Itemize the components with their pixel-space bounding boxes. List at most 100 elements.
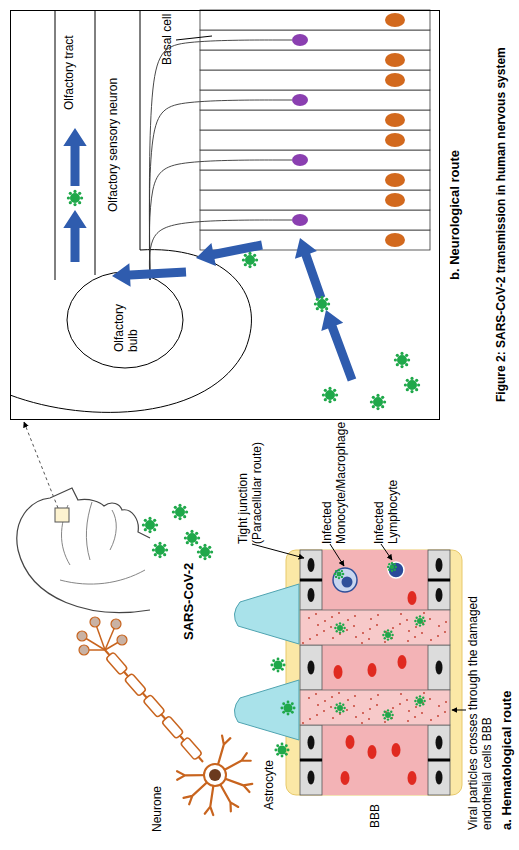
virus-spike [336,710,338,712]
myelin-sheath [124,673,146,696]
red-blood-cell [346,735,355,749]
cell-stipple [437,635,439,637]
virus-particle [387,562,397,572]
cell-stipple [438,705,440,707]
virus-spike [339,631,341,633]
cell-nucleus [385,133,405,147]
virus-particle [197,544,213,560]
virus-spike [388,563,390,565]
virus-spike [390,717,392,719]
cell-stipple [346,629,348,631]
sensory-neuron-nucleus [292,34,308,46]
cell-stipple [392,707,394,709]
virus-particle [382,709,394,721]
virus-spike [390,711,392,713]
virus-spike [208,546,211,549]
cell-stipple [368,638,370,640]
cell-stipple [423,612,425,614]
virus-spike [195,532,198,535]
virus-spike [199,555,202,558]
virus-spike [422,617,424,619]
virus-spike [281,659,284,662]
virus-body [385,632,391,638]
cell-stipple [331,616,333,618]
cell-stipple [302,722,304,724]
virus-spike [208,555,211,558]
astrocyte-foot [234,584,299,644]
virus-spike [393,563,395,565]
cell-nucleus [385,233,405,247]
cell-nucleus [436,558,443,572]
virus-spike [154,553,157,556]
leader-line [381,544,392,560]
cell-stipple [330,626,332,628]
cell-stipple [354,615,356,617]
cell-stipple [444,711,446,713]
virus-spike [172,510,175,513]
junction-label: Tight junction (Paracellular route) [236,424,264,544]
cell-nucleus [385,13,405,27]
virus-spike [387,629,389,631]
cell-nucleus [385,173,405,187]
virus-spike [419,615,421,617]
virus-spike [178,517,181,520]
virus-spike [394,358,397,361]
cell-stipple [376,624,378,626]
epithelial-cell [200,10,430,30]
neuron-soma [204,764,226,786]
red-blood-cell [341,771,350,785]
cell-stipple [347,619,349,621]
virus-spike [197,550,200,553]
virus-particle [184,530,200,546]
cell-stipple [421,712,423,714]
red-blood-cell [408,771,417,785]
leader-line [452,710,466,711]
virus-spike [339,711,341,713]
route-arrow [196,241,263,266]
epithelial-cell [200,190,430,210]
virus-spike [419,624,421,626]
virus-spike [285,744,288,747]
endothelial-cell [428,725,450,760]
cell-stipple [430,719,432,721]
cell-stipple [414,716,416,718]
virus-spike [396,363,399,366]
virus-particle [242,252,258,268]
axon-terminal [117,635,127,645]
virus-spike [282,702,285,705]
virus-particle [172,504,188,520]
cell-stipple [332,717,334,719]
olfactory-bulb-shape [67,272,183,368]
red-blood-cell [368,745,377,759]
virus-spike [334,707,336,709]
cell-stipple [354,695,356,697]
virus-particle [67,190,83,206]
virus-spike [178,504,181,507]
cell-stipple [430,639,432,641]
virus-particle [370,394,386,410]
virus-spike [416,697,418,699]
vessel-wall [286,550,462,795]
red-blood-cell [408,591,417,605]
cell-stipple [408,630,410,632]
axon-terminal [90,617,100,627]
red-blood-cell [398,655,407,669]
cell-nucleus [308,661,315,675]
virus-body [274,661,283,670]
virus-spike [381,396,384,399]
cell-stipple [407,720,409,722]
virus-spike [342,624,344,626]
cell-stipple [324,700,326,702]
virus-spike [144,528,147,531]
cell-stipple [429,698,431,700]
cell-stipple [370,618,372,620]
virus-spike [391,562,393,564]
virus-body [337,625,343,631]
vessel-lumen [322,550,428,795]
virus-spike [335,576,337,578]
virus-spike [293,707,296,710]
virus-spike [203,544,206,547]
virus-spike [277,657,280,660]
virus-body [70,193,80,203]
virus-spike [277,670,280,673]
